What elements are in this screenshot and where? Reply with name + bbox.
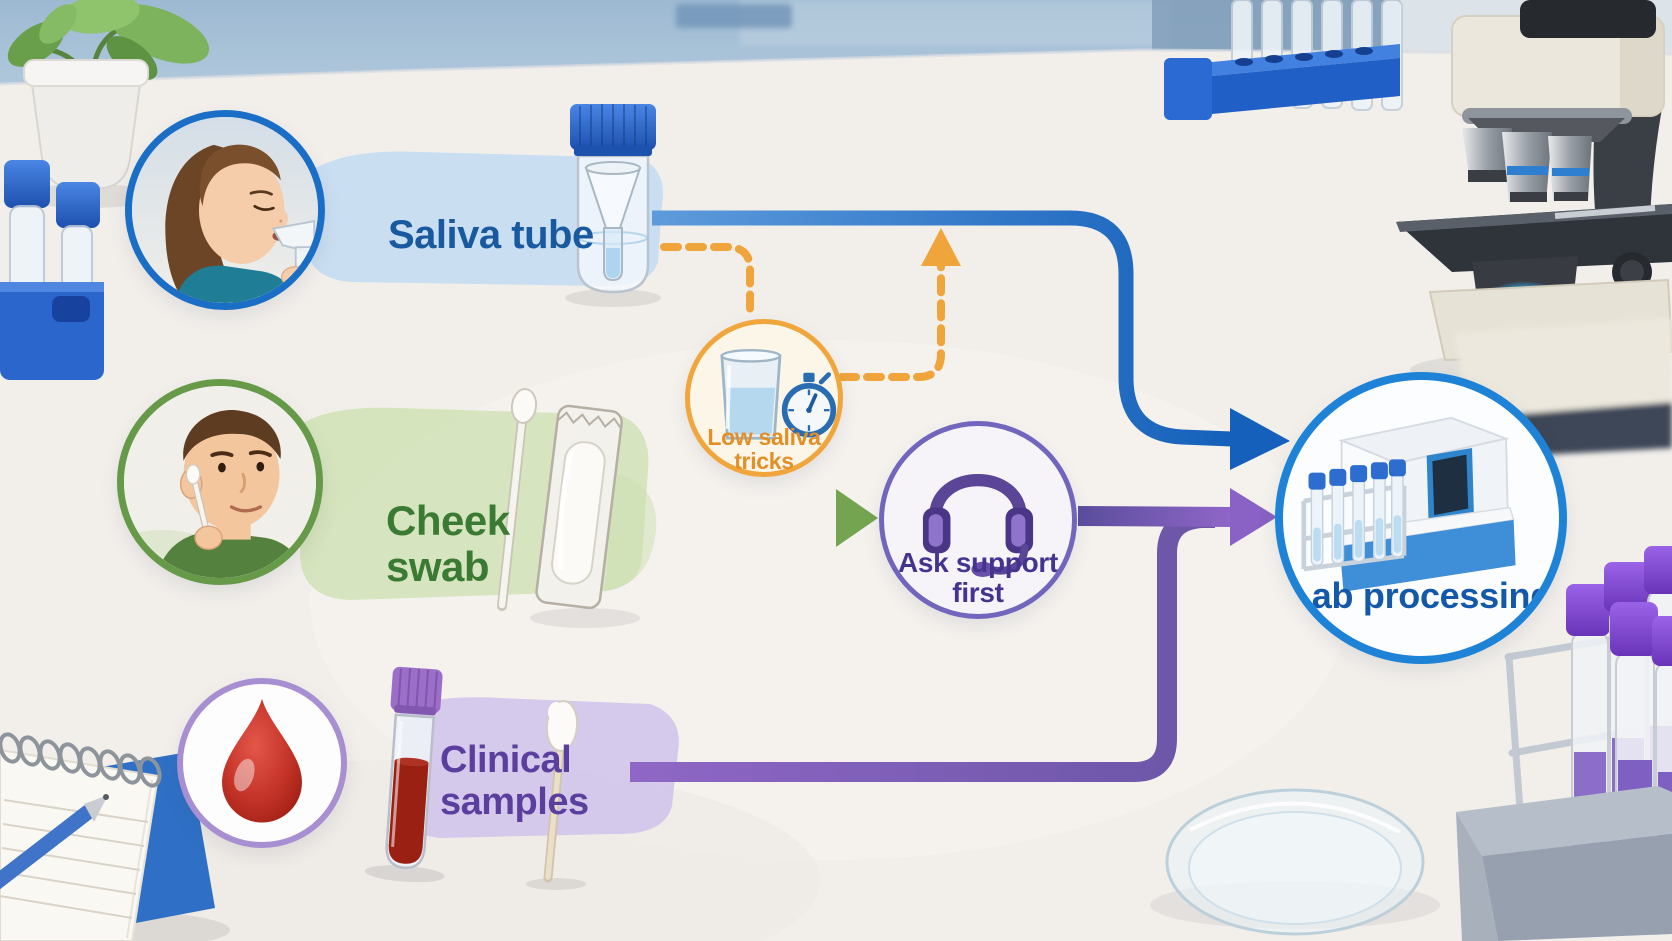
saliva-to-lab-flow-arrow <box>652 210 1290 470</box>
spiral-binding <box>0 732 162 788</box>
clinical-label-line2: samples <box>440 781 589 823</box>
saliva-tube-label: Saliva tube <box>388 214 594 256</box>
lab-processing-circle: Lab processing <box>1275 372 1567 664</box>
ask-support-circle: Ask support first <box>879 421 1077 619</box>
petri-dish <box>1150 788 1440 936</box>
lab-analyzer-icon <box>1301 416 1516 592</box>
headset-icon <box>922 473 1034 577</box>
cheek-swab <box>497 388 640 628</box>
blurred-wall-sign <box>676 4 792 28</box>
orange-dashed-connector <box>660 243 945 381</box>
woman-giving-saliva-illustration <box>132 117 318 303</box>
man-cheek-swab-illustration <box>124 386 316 578</box>
clinical-label-line1: Clinical <box>440 739 572 781</box>
blue-test-tube-rack-left <box>0 160 104 380</box>
lab-processing-label: Lab processing <box>1283 576 1559 616</box>
saliva-label-text: Saliva tube <box>388 213 594 257</box>
test-tube-rack-icon <box>1301 459 1407 572</box>
low-saliva-icons <box>720 349 837 440</box>
stopwatch-icon <box>781 372 837 438</box>
cheek-to-support-flow-arrow <box>634 489 878 547</box>
cheek-swab-label: Cheek swab <box>386 498 510 590</box>
low-saliva-tricks-circle: Low saliva tricks <box>685 319 843 477</box>
clinical-samples-label: Clinical samples <box>440 739 589 823</box>
orange-arrowhead-up <box>921 228 961 266</box>
saliva-donor-photo-circle <box>125 110 325 310</box>
blue-pen <box>0 794 109 890</box>
blue-test-tube-rack-top <box>1164 0 1403 120</box>
cheek-swab-donor-photo-circle <box>117 379 323 585</box>
swab-packet <box>535 404 623 610</box>
spiral-notebook <box>0 732 230 941</box>
lavender-brushstroke <box>398 697 679 838</box>
cheek-label-line1: Cheek <box>386 497 510 544</box>
water-glass-icon <box>720 349 782 440</box>
support-to-lab-flow-arrow <box>1077 488 1277 546</box>
clinical-swab <box>526 700 586 890</box>
tricks-label-line2: tricks <box>734 448 794 474</box>
support-label-line2: first <box>952 577 1004 608</box>
blood-tube <box>364 666 445 883</box>
low-saliva-tricks-label: Low saliva tricks <box>690 425 838 473</box>
tricks-label-line1: Low saliva <box>707 424 821 450</box>
clinical-samples-circle <box>177 678 347 848</box>
blue-brushstroke <box>305 151 664 287</box>
saliva-collection-tube <box>565 104 661 307</box>
flow-connectors <box>630 210 1290 782</box>
blood-drop-icon <box>222 698 302 823</box>
cheek-label-line2: swab <box>386 543 490 590</box>
ask-support-label: Ask support first <box>884 548 1072 608</box>
purple-capped-tube-rack <box>1456 546 1672 941</box>
support-label-line1: Ask support <box>897 547 1059 578</box>
lab-label-line2: processing <box>1362 575 1552 616</box>
potted-plant <box>7 0 210 208</box>
lab-label-line1: Lab <box>1290 575 1354 616</box>
